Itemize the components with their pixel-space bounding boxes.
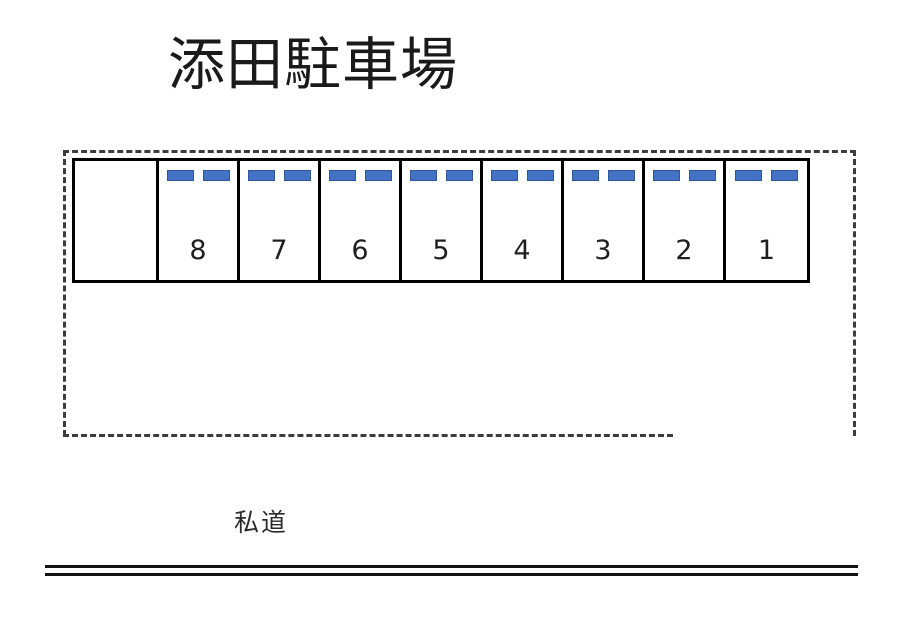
car-stopper-icon — [328, 170, 356, 181]
road-edge-line-upper — [45, 565, 858, 568]
car-stopper-icon — [445, 170, 473, 181]
car-stopper-group — [321, 170, 399, 181]
car-stopper-icon — [202, 170, 230, 181]
private-road-label: 私道 — [234, 508, 289, 537]
car-stopper-group — [564, 170, 642, 181]
parking-stall-row: 8 7 6 5 — [72, 158, 810, 283]
road-edge-line-lower — [45, 573, 858, 576]
parking-stall-label: 6 — [351, 235, 369, 266]
parking-stall-7[interactable]: 7 — [240, 161, 321, 280]
property-boundary-top-edge — [63, 150, 856, 153]
page-title: 添田駐車場 — [168, 32, 458, 98]
parking-stall-6[interactable]: 6 — [321, 161, 402, 280]
parking-stall-label: 5 — [432, 235, 450, 266]
car-stopper-icon — [771, 170, 798, 181]
car-stopper-icon — [166, 170, 194, 181]
property-boundary-right-edge — [853, 150, 856, 436]
car-stopper-icon — [607, 170, 635, 181]
parking-stall-3[interactable]: 3 — [564, 161, 645, 280]
car-stopper-group — [240, 170, 318, 181]
parking-stall-8[interactable]: 8 — [159, 161, 240, 280]
parking-stall-1[interactable]: 1 — [726, 161, 807, 280]
car-stopper-group — [402, 170, 480, 181]
car-stopper-icon — [283, 170, 311, 181]
car-stopper-group — [159, 170, 237, 181]
car-stopper-group — [726, 170, 807, 181]
parking-stall-empty[interactable] — [75, 161, 159, 280]
parking-stall-2[interactable]: 2 — [645, 161, 726, 280]
car-stopper-icon — [688, 170, 716, 181]
parking-stall-label: 3 — [594, 235, 612, 266]
car-stopper-icon — [364, 170, 392, 181]
car-stopper-group — [483, 170, 561, 181]
car-stopper-icon — [490, 170, 518, 181]
car-stopper-icon — [247, 170, 275, 181]
car-stopper-icon — [409, 170, 437, 181]
property-boundary-bottom-edge — [63, 434, 673, 437]
parking-stall-label: 8 — [189, 235, 207, 266]
car-stopper-icon — [652, 170, 680, 181]
parking-stall-4[interactable]: 4 — [483, 161, 564, 280]
parking-stall-5[interactable]: 5 — [402, 161, 483, 280]
car-stopper-icon — [571, 170, 599, 181]
car-stopper-icon — [735, 170, 762, 181]
car-stopper-icon — [526, 170, 554, 181]
property-boundary-left-edge — [63, 150, 66, 436]
parking-stall-label: 4 — [513, 235, 531, 266]
parking-stall-label: 7 — [270, 235, 288, 266]
car-stopper-group — [645, 170, 723, 181]
parking-stall-label: 1 — [757, 235, 776, 266]
parking-stall-label: 2 — [675, 235, 693, 266]
